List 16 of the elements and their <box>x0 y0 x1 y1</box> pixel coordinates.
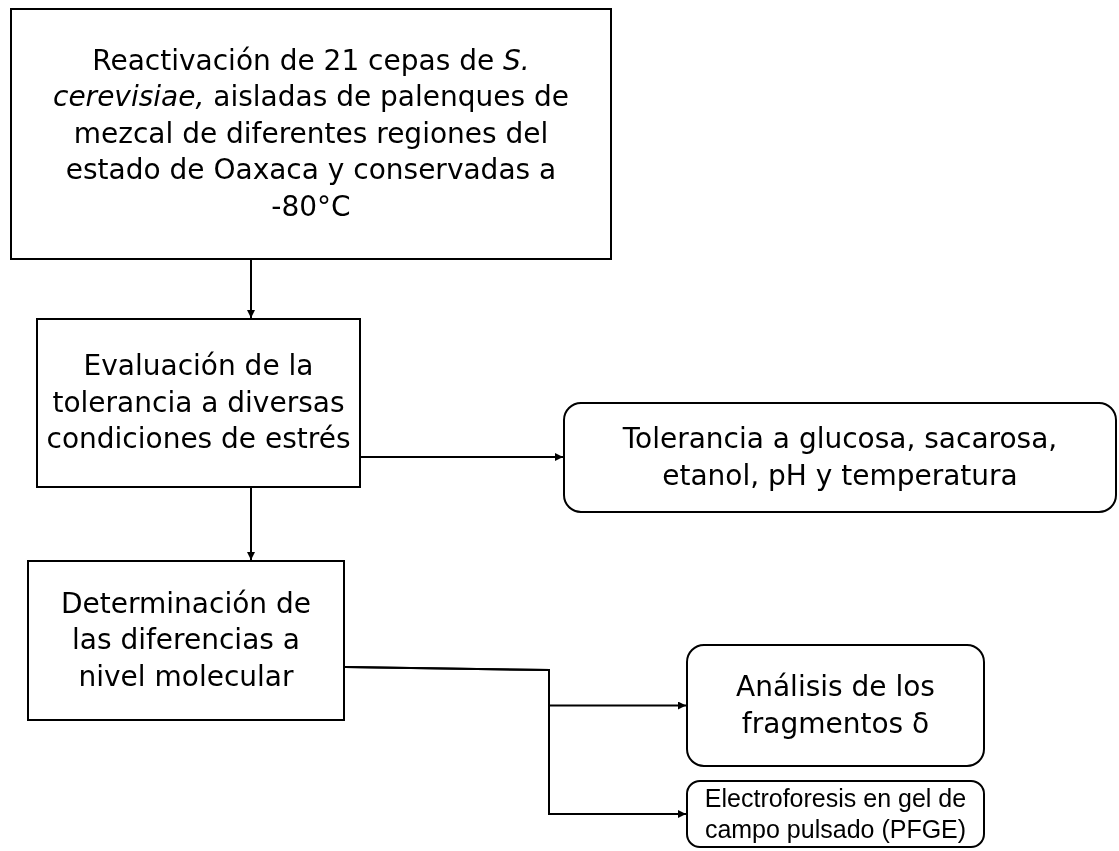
box-text: Determinación de las diferencias a nivel molecular <box>60 585 312 695</box>
arrow <box>360 453 564 461</box>
arrow <box>344 666 687 818</box>
process-box <box>10 8 612 260</box>
box-text: Evaluación de la tolerancia a diversas condiciones de estrés <box>46 348 351 458</box>
box-text: Reactivación de 21 cepas de S. cerevisiae, aisladas de palenques de mezcal de diferentes regiones del estado de Oaxaca y conservadas a -80°C <box>52 43 570 225</box>
box-text: Tolerancia a glucosa, sacarosa, etanol, pH y temperatura <box>621 421 1059 494</box>
rounded-box <box>686 780 985 848</box>
rounded-box <box>563 402 1117 513</box>
process-box <box>27 560 345 721</box>
rounded-box <box>686 644 985 767</box>
box-text: Análisis de los fragmentos δ <box>735 669 936 742</box>
arrow <box>247 259 255 319</box>
process-box <box>36 318 361 488</box>
arrow <box>247 487 255 561</box>
box-text: Electroforesis en gel de campo pulsado (PFGE) <box>703 782 968 845</box>
